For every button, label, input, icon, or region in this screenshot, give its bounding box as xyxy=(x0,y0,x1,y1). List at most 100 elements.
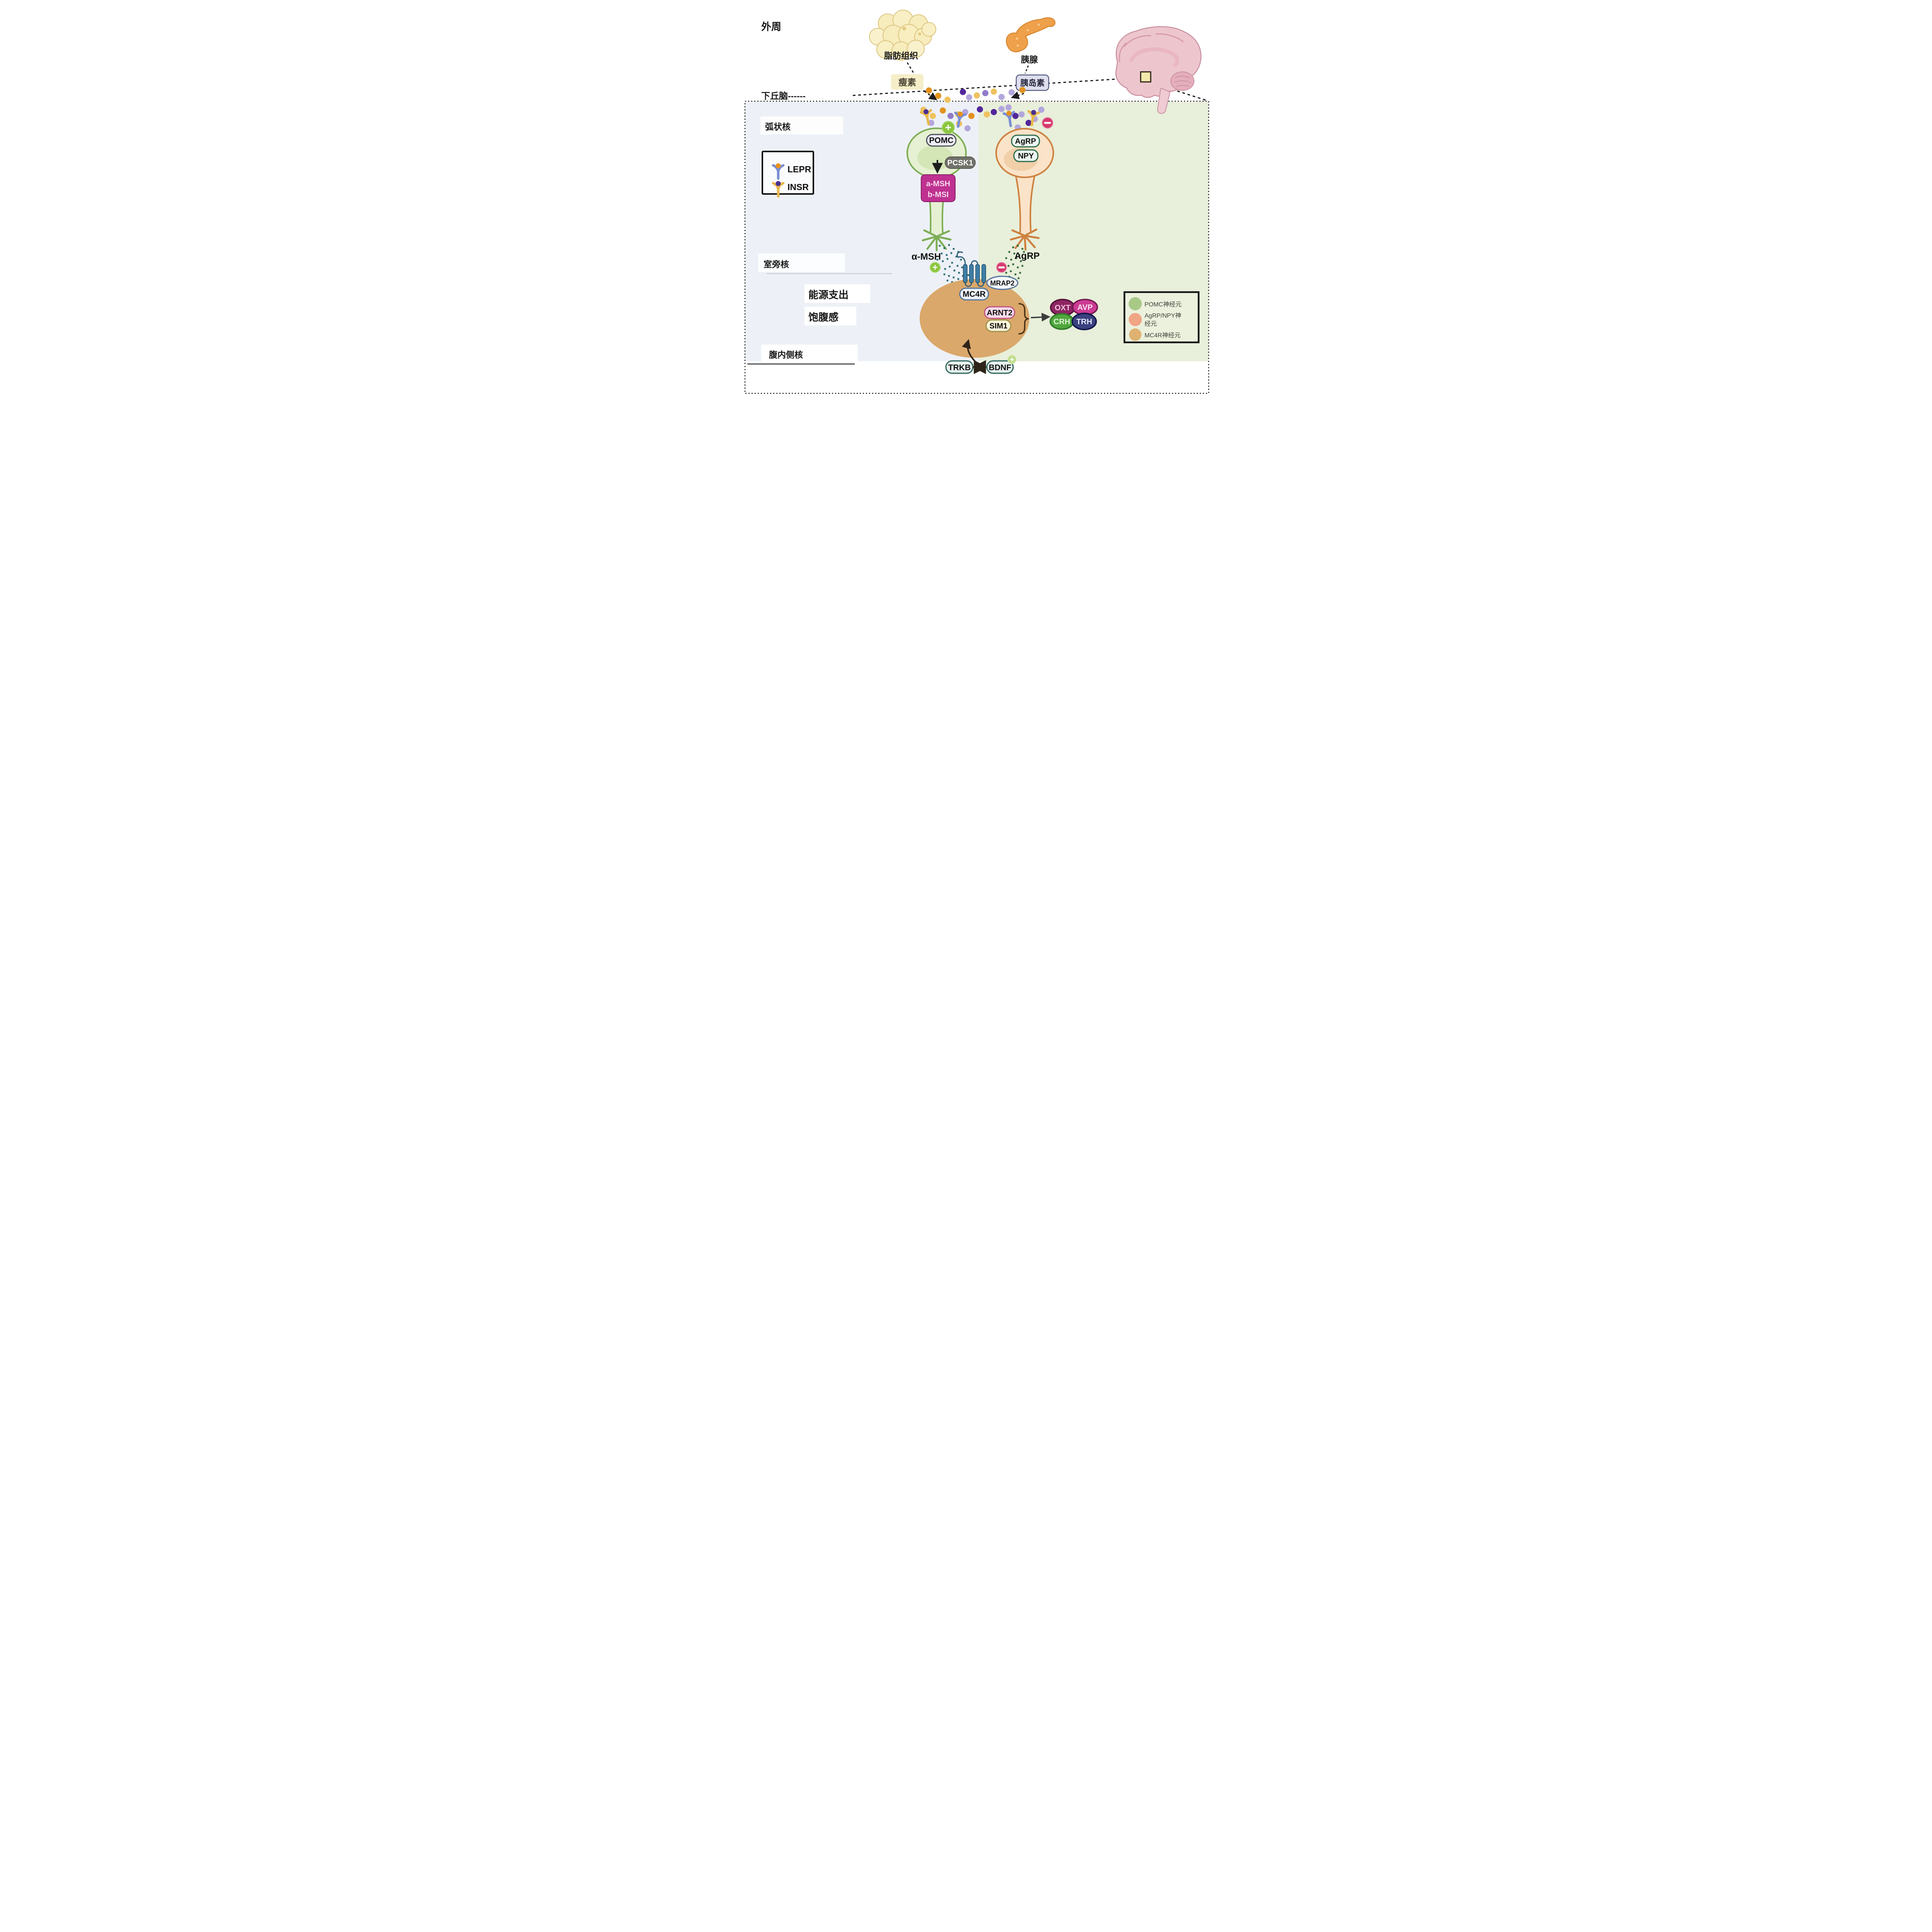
pcsk1-label: PCSK1 xyxy=(947,159,973,167)
mc4r-neuron: MRAP2 MC4R ARNT2 SIM1 xyxy=(919,251,1051,358)
pancreas-to-insulin-dashed-line xyxy=(1024,65,1029,74)
agrp-minus-badge-2 xyxy=(996,262,1007,273)
brain-to-box-dashed-line xyxy=(1151,82,1208,102)
insr-icon xyxy=(1027,110,1040,126)
vmn-label: 腹内侧核 xyxy=(769,350,803,360)
trkb-label: TRKB xyxy=(948,363,970,372)
pvn-label-chip xyxy=(758,253,845,272)
legend-pomc-label: POMC神经元 xyxy=(1145,301,1182,308)
crh-label: CRH xyxy=(1053,318,1070,326)
legend-mc4r-swatch xyxy=(1129,328,1141,341)
adipose-label: 脂肪组织 xyxy=(884,51,918,61)
function-line1: 能源支出 xyxy=(808,289,849,301)
insulin-label: 胰岛素 xyxy=(1020,78,1044,88)
hypothalamus-highlight-square xyxy=(1140,71,1151,83)
arcuate-label: 弧状核 xyxy=(765,122,791,132)
pomc-plus-badge: + xyxy=(941,121,955,134)
msh-peptide-box: a-MSH b-MSI xyxy=(920,174,956,202)
function-chip-1 xyxy=(804,284,870,303)
vmn-label-chip xyxy=(761,345,858,362)
sim1-pill xyxy=(985,319,1011,332)
legend-agrp-label-line1: AgRP/NPY神 xyxy=(1145,312,1181,319)
outputs-arrow xyxy=(1031,313,1051,322)
pathway-diagram: 外周 脂肪组织 瘦素 胰腺 胰岛素 下丘脑------ xyxy=(692,0,1240,411)
adipose-tissue-icon xyxy=(869,10,936,61)
mrap2-ellipse xyxy=(986,276,1018,290)
hypothalamus-title: 下丘脑------ xyxy=(761,91,806,101)
npy-gene-label: NPY xyxy=(1018,152,1034,160)
legend-agrp-swatch xyxy=(1128,313,1142,326)
diagram-canvas: 外周 脂肪组织 瘦素 胰腺 胰岛素 下丘脑------ xyxy=(744,10,1209,394)
mc4r-cell-body xyxy=(919,279,1029,358)
msh-plus-badge: + xyxy=(929,262,940,273)
output-hormones: OXT AVP CRH TRH xyxy=(1049,299,1098,330)
lepr-icon xyxy=(1002,111,1015,127)
pancreas-label: 胰腺 xyxy=(1020,55,1038,65)
svg-text:+: + xyxy=(932,262,937,273)
leptin-badge: 瘦素 xyxy=(891,74,923,90)
adipose-to-leptin-dashed-line xyxy=(906,62,914,74)
pomc-nucleus xyxy=(917,145,953,170)
peripheral-title: 外周 xyxy=(761,21,781,32)
agrp-minus-badge xyxy=(1041,117,1053,129)
mc4r-pill xyxy=(959,287,989,301)
pcsk1-pill xyxy=(944,156,976,169)
npy-gene-pill xyxy=(1013,149,1038,162)
arnt2-label: ARNT2 xyxy=(986,309,1012,317)
sim1-label: SIM1 xyxy=(989,322,1007,330)
pvn-label: 室旁核 xyxy=(764,260,789,269)
lepr-icon xyxy=(772,163,784,180)
pomc-gene-label: POMC xyxy=(929,136,953,145)
pomc-axon-terminal xyxy=(922,229,951,252)
agrp-gene-pill xyxy=(1011,134,1040,148)
arcuate-label-chip xyxy=(760,117,843,134)
function-line2: 饱腹感 xyxy=(808,311,838,323)
arcuate-section: 弧状核 xyxy=(760,117,877,138)
function-chip-2 xyxy=(804,307,856,325)
vmn-section: 腹内侧核 xyxy=(747,345,858,365)
arnt2-pill xyxy=(984,306,1015,319)
lepr-key-label: LEPR xyxy=(787,164,811,174)
insulin-release-dashed-arrow xyxy=(1010,91,1024,99)
trh-oval xyxy=(1071,313,1097,330)
dashed-connectors xyxy=(852,62,1208,102)
receptor-key-box: LEPR INSR xyxy=(761,151,814,198)
leptin-to-brain-dashed-line xyxy=(852,77,1140,96)
msh-peptide-line2: b-MSI xyxy=(927,190,948,199)
pomc-gene-pill xyxy=(926,134,956,147)
bdnf-plus-badge: + xyxy=(1007,355,1017,364)
agrp-release-label: AgRP xyxy=(1014,251,1039,261)
avp-label: AVP xyxy=(1077,303,1093,312)
legend-agrp-label-line2: 经元 xyxy=(1145,320,1157,327)
lepr-icon xyxy=(954,111,966,128)
svg-text:+: + xyxy=(1010,355,1014,364)
pancreas-icon xyxy=(1005,17,1055,53)
hypothalamus-dotted-border xyxy=(744,100,1209,394)
insr-icon xyxy=(772,181,784,198)
trh-label: TRH xyxy=(1076,318,1092,326)
bdnf-pill xyxy=(986,360,1014,374)
neuron-legend-box: POMC神经元 AgRP/NPY神 经元 MC4R神经元 xyxy=(1123,291,1199,344)
svg-text:+: + xyxy=(945,121,951,133)
function-labels: 能源支出 饱腹感 xyxy=(804,284,870,325)
agrp-gene-label: AgRP xyxy=(1015,137,1036,146)
trkb-bdnf-section: TRKB BDNF + xyxy=(945,339,1017,374)
pvn-section: 室旁核 xyxy=(758,253,892,274)
leptin-label: 瘦素 xyxy=(898,77,916,87)
mc4r-label: MC4R xyxy=(963,290,986,299)
brain-icon xyxy=(1115,26,1201,114)
agrp-npy-neuron: AgRP NPY xyxy=(995,110,1054,251)
oxt-label: OXT xyxy=(1054,304,1070,312)
msh-peptide-line1: a-MSH xyxy=(926,180,950,188)
insr-icon xyxy=(919,109,932,126)
pomc-neuron: POMC PCSK1 a-MSH b-MSI + xyxy=(906,109,976,252)
brace xyxy=(1018,303,1029,335)
bdnf-label: BDNF xyxy=(988,363,1011,372)
mrap2-label: MRAP2 xyxy=(990,279,1014,287)
insulin-badge: 胰岛素 xyxy=(1015,74,1049,91)
legend-pomc-swatch xyxy=(1128,297,1142,310)
alpha-msh-release-label: α-MSH xyxy=(911,252,940,262)
mc4r-receptor-icon xyxy=(956,251,986,287)
insr-key-label: INSR xyxy=(787,182,809,192)
legend-mc4r-label: MC4R神经元 xyxy=(1145,332,1180,339)
